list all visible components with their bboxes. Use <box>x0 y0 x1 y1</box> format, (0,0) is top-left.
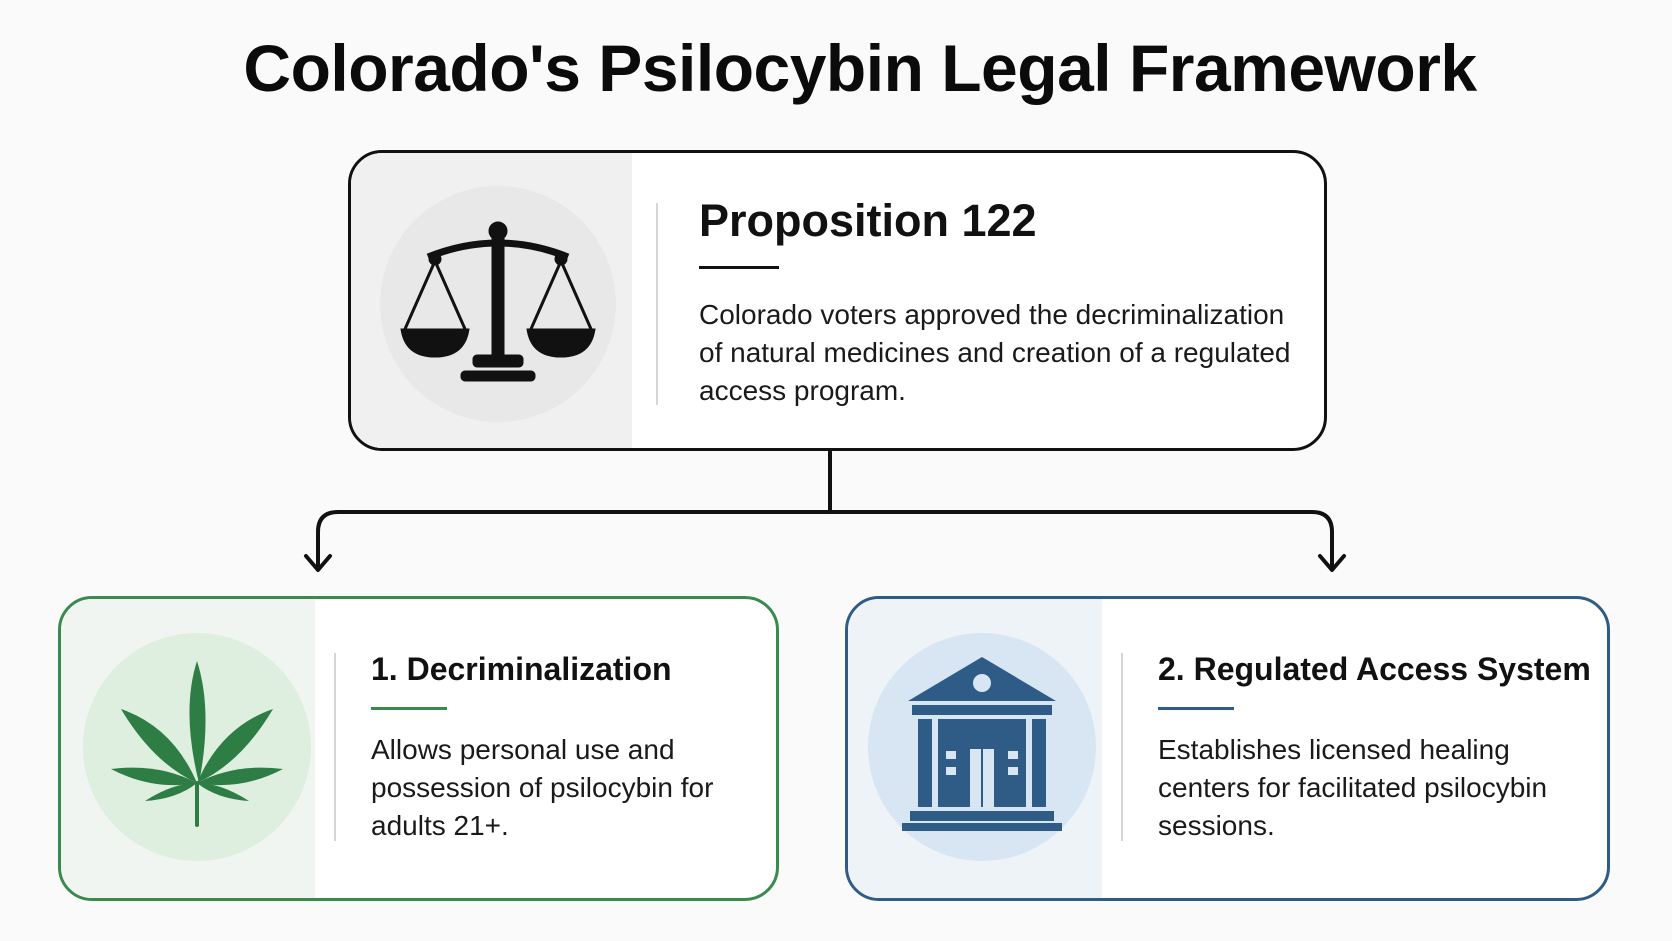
proposition-heading: Proposition 122 <box>699 195 1037 246</box>
decriminalization-underline <box>371 707 447 710</box>
regulated-access-card: 2. Regulated Access System Establishes l… <box>845 596 1610 901</box>
government-building-icon <box>868 633 1096 861</box>
regulated-access-description: Establishes licensed healing centers for… <box>1158 734 1548 841</box>
decriminalization-card: 1. Decriminalization Allows personal use… <box>58 596 779 901</box>
proposition-card: Proposition 122 Colorado voters approved… <box>348 150 1327 451</box>
leaf-icon <box>83 633 311 861</box>
regulated-access-underline <box>1158 707 1234 710</box>
decriminalization-description: Allows personal use and possession of ps… <box>371 734 714 841</box>
arrow-head-right <box>1318 554 1346 572</box>
regulated-access-heading: 2. Regulated Access System <box>1158 651 1591 687</box>
decriminalization-divider <box>334 653 336 841</box>
proposition-underline <box>699 266 779 269</box>
proposition-divider <box>656 203 658 405</box>
regulated-access-divider <box>1121 653 1123 841</box>
decriminalization-heading: 1. Decriminalization <box>371 651 672 687</box>
connector-branch-right <box>828 510 1334 570</box>
arrow-head-left <box>304 554 332 572</box>
page-title: Colorado's Psilocybin Legal Framework <box>243 31 1477 105</box>
connector-branch-left <box>316 510 832 570</box>
proposition-description: Colorado voters approved the decriminali… <box>699 299 1291 406</box>
scales-of-justice-icon <box>380 186 616 422</box>
